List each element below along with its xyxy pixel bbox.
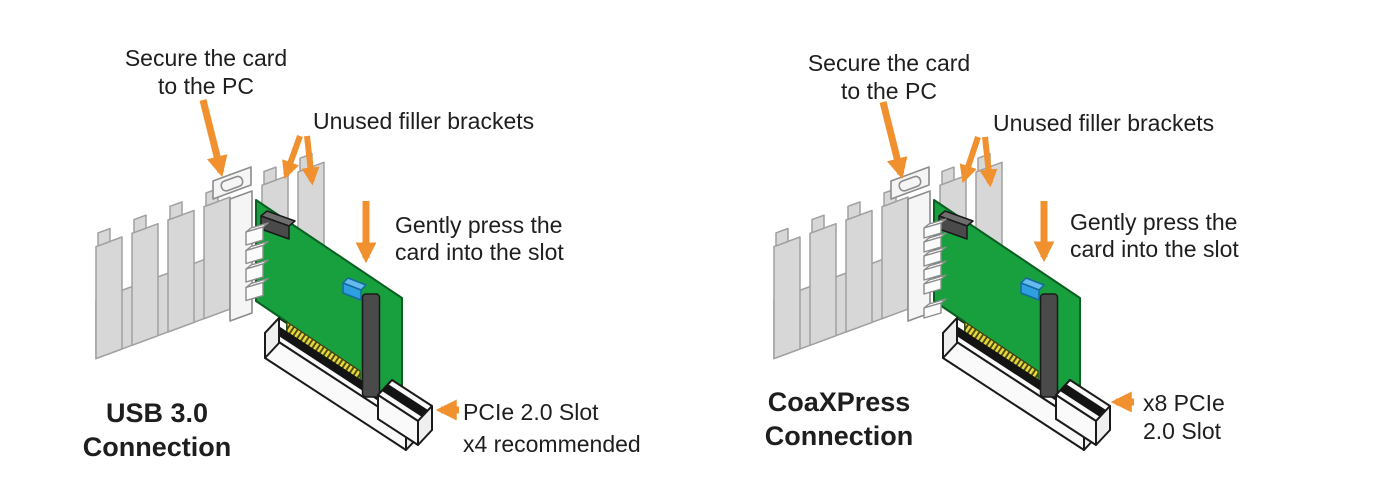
panel-title-usb3: USB 3.0 Connection [37,396,277,464]
bracket-connector [923,236,942,253]
press-card-label: Gently press the card into the slot [1070,209,1239,263]
bracket-connector [923,222,942,239]
panel-coaxpress-connection: Secure the card to the PC Unused filler … [678,0,1373,484]
slot-type-line2: 2.0 Slot [1143,418,1221,444]
panel-title-line1: CoaXPress [767,387,911,417]
slot-type-label: x8 PCIe 2.0 Slot [1143,389,1225,445]
secure-card-line2: to the PC [841,78,937,104]
press-card-line2: card into the slot [1070,236,1239,262]
bracket-connectors-usb3 [245,222,269,302]
panel-title-coaxpress: CoaXPress Connection [719,385,959,453]
filler-bracket-arrow-icon [301,135,320,186]
secure-card-arrow-icon [879,101,908,180]
slot-type-label: PCIe 2.0 Slot x4 recommended [463,396,641,460]
bracket-connector [923,302,942,319]
filler-bracket-arrow-icon [282,134,303,180]
press-card-line1: Gently press the [395,212,563,238]
arrows-usb3 [199,99,459,421]
press-card-line1: Gently press the [1070,209,1238,235]
secure-card-line2: to the PC [158,73,254,99]
bracket-connector [245,226,264,246]
bracket-connector [245,244,264,265]
slot-type-line1: PCIe 2.0 Slot [463,399,599,425]
secure-card-label: Secure the card to the PC [96,44,316,100]
panel-title-line2: Connection [764,421,914,451]
secure-card-line1: Secure the card [124,45,288,71]
bracket-connector [923,264,942,281]
filler-bracket-arrow-icon [979,136,998,188]
bracket-connectors-coaxpress [923,218,947,319]
filler-brackets-label: Unused filler brackets [313,108,535,134]
press-card-label: Gently press the card into the slot [395,212,564,266]
slot-type-line2: x4 recommended [463,431,641,457]
secure-card-arrow-icon [199,99,228,178]
panel-title-line2: Connection [82,432,232,462]
slot-type-line1: x8 PCIe [1143,390,1225,416]
secure-card-label: Secure the card to the PC [779,49,999,105]
panel-title-line1: USB 3.0 [105,398,209,428]
bracket-connector [923,278,942,295]
filler-bracket-arrow-icon [959,136,981,184]
bracket-connector [245,281,264,302]
bracket-connector [245,263,264,283]
press-card-line2: card into the slot [395,239,564,265]
arrows-coaxpress [879,101,1134,413]
secure-card-line1: Secure the card [807,50,971,76]
bracket-connector [923,250,942,267]
panel-usb3-connection: Secure the card to the PC Unused filler … [37,44,641,464]
filler-brackets-label: Unused filler brackets [993,110,1215,136]
